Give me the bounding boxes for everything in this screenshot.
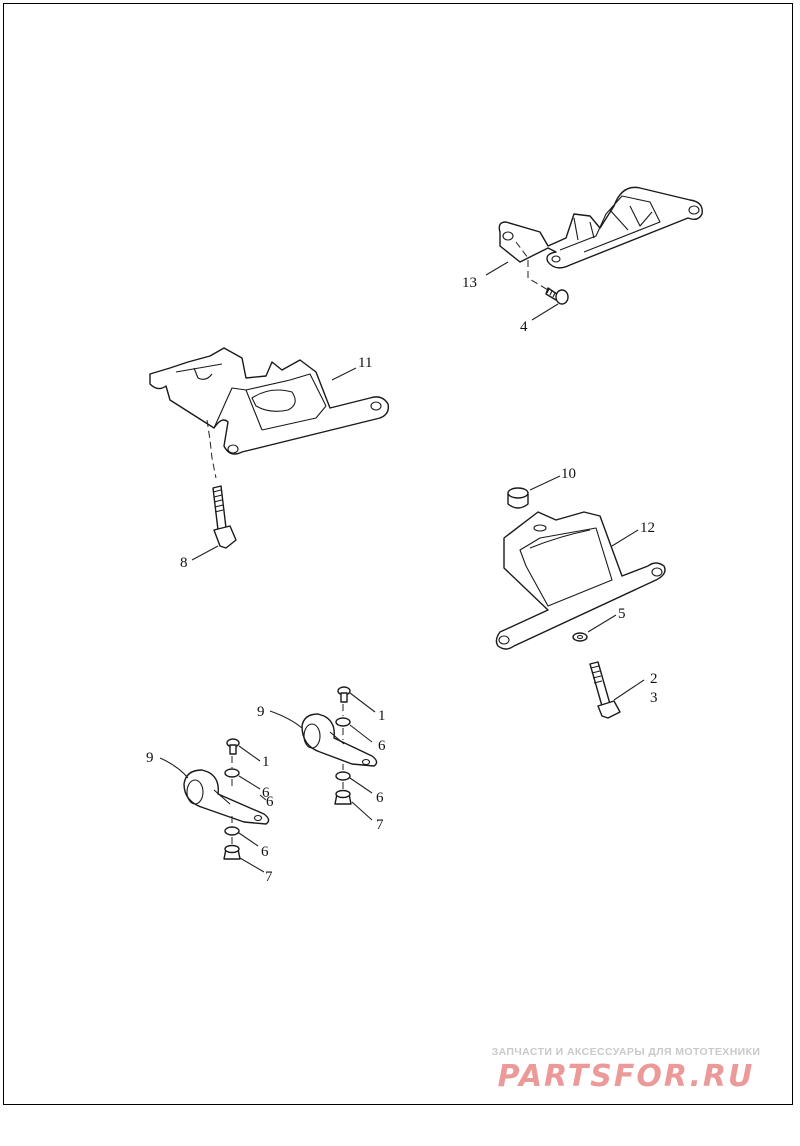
callout-6-left-bottom: 6: [261, 844, 269, 860]
assembly-line-11: [206, 419, 217, 479]
bracket-13: [498, 186, 703, 269]
callout-5: 5: [618, 606, 626, 622]
watermark: ЗАПЧАСТИ И АКСЕССУАРЫ ДЛЯ МОТОТЕХНИКИ PA…: [466, 1046, 786, 1094]
bolt-2-3: [589, 661, 621, 719]
bracket-12: [495, 511, 666, 650]
callout-1-left: 1: [262, 754, 270, 770]
callout-2: 2: [650, 671, 658, 687]
callout-9-left: 9: [146, 750, 154, 766]
callout-6-left-mid: 6: [266, 794, 274, 810]
callout-7-right: 7: [376, 817, 384, 833]
callout-13: 13: [462, 275, 477, 291]
callout-3: 3: [650, 690, 658, 706]
clamp-9-right: [301, 713, 378, 767]
watermark-tagline: ЗАПЧАСТИ И АКСЕССУАРЫ ДЛЯ МОТОТЕХНИКИ: [491, 1046, 761, 1058]
bracket-11: [149, 347, 390, 455]
clamp-9-left: [183, 769, 270, 825]
callout-11: 11: [358, 355, 372, 371]
washer-6-right-top: [335, 717, 351, 727]
callout-10: 10: [561, 466, 576, 482]
callout-7-left: 7: [265, 869, 273, 885]
screw-1-left: [226, 738, 240, 755]
callout-1-right: 1: [378, 708, 386, 724]
callout-9-right: 9: [257, 704, 265, 720]
leader-lines: [159, 261, 645, 873]
washer-6-left-bottom: [224, 826, 240, 836]
screw-1-right: [337, 686, 351, 703]
nut-7-right: [334, 789, 352, 805]
washer-6-right-bottom: [335, 771, 351, 781]
spacer-10: [507, 487, 529, 509]
callout-12: 12: [640, 520, 655, 536]
bolt-8: [212, 485, 237, 549]
nut-7-left: [223, 844, 241, 860]
diagram-frame: [3, 3, 793, 1105]
callout-4: 4: [520, 319, 528, 335]
watermark-logo: PARTSFOR.RU: [497, 1059, 755, 1094]
washer-6-left-top: [224, 768, 240, 778]
washer-5: [572, 632, 588, 642]
callout-6-right-top: 6: [378, 738, 386, 754]
callout-6-right-bottom: 6: [376, 790, 384, 806]
callout-6-left-top: 6: [262, 785, 270, 801]
screw-4: [545, 287, 569, 305]
callout-8: 8: [180, 555, 188, 571]
